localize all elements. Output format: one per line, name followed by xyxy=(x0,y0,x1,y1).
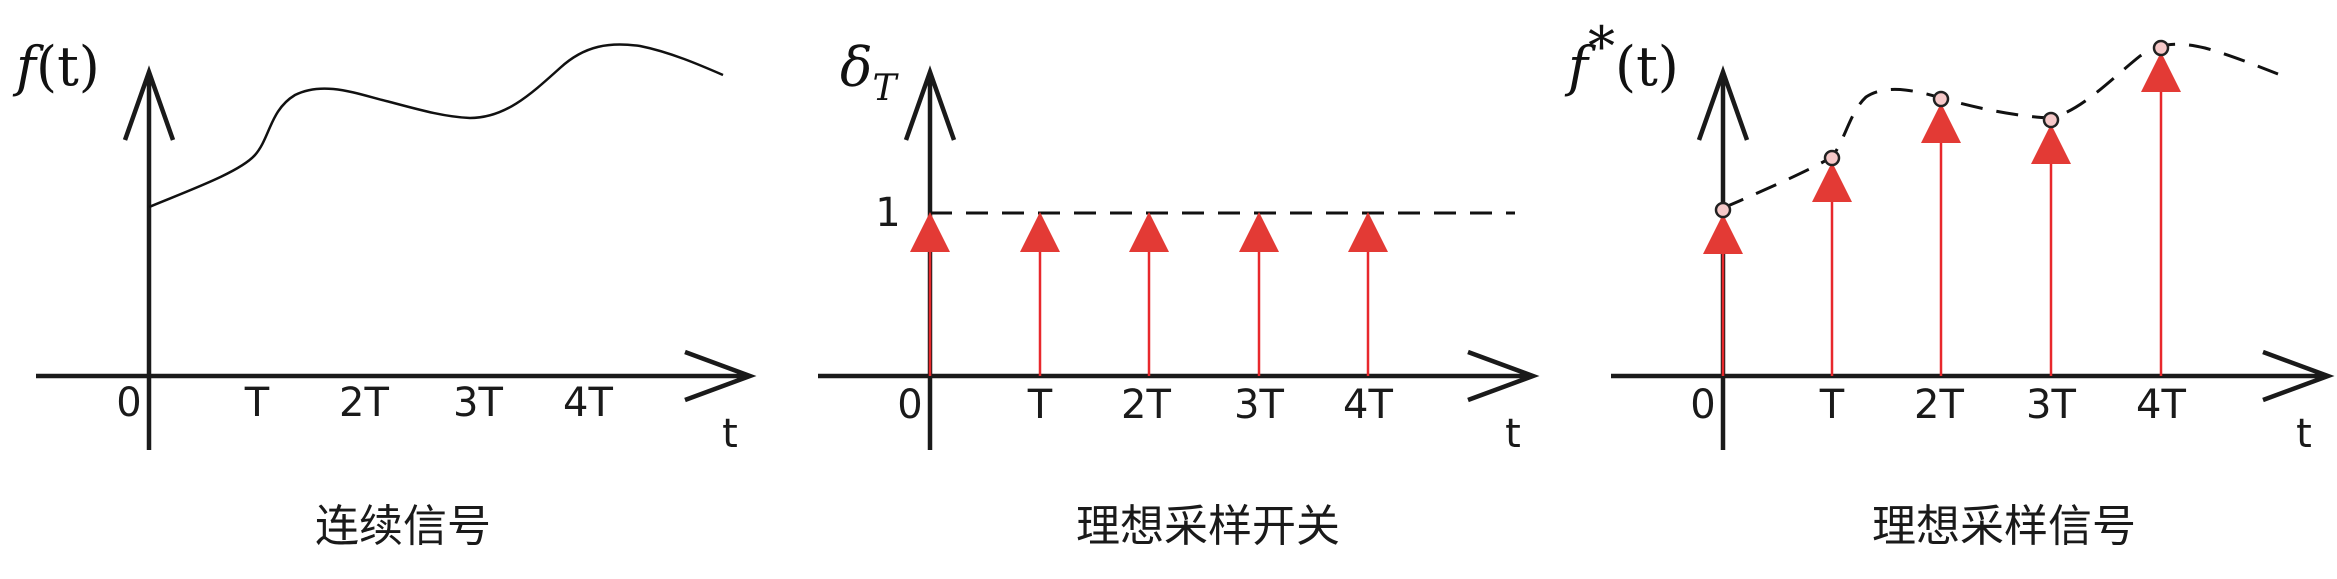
switch-impulse-0 xyxy=(910,212,950,376)
switch-impulse-1-arrowhead xyxy=(1020,212,1060,252)
switch-impulse-3 xyxy=(1239,212,1279,376)
sampled-impulse-0-sample-dot xyxy=(1714,201,1732,219)
x-tick-2T: 2T xyxy=(1914,382,1964,428)
sampled-impulse-train xyxy=(1703,39,2181,376)
switch-impulse-0-arrowhead xyxy=(910,212,950,252)
y-label-args: (t) xyxy=(36,35,100,98)
sampled-impulse-3 xyxy=(2031,111,2071,376)
continuous-signal-curve xyxy=(148,43,724,209)
x-tick-2T: 2T xyxy=(1121,382,1171,428)
switch-impulse-3-arrowhead xyxy=(1239,212,1279,252)
x-tick-2T: 2T xyxy=(339,380,389,426)
switch-impulse-4-arrowhead xyxy=(1348,212,1388,252)
caption-ideal-sampling-switch: 理想采样开关 xyxy=(1076,501,1340,552)
x-tick-T: T xyxy=(1027,382,1053,428)
x-axis-arrow xyxy=(818,349,1540,403)
sampled-impulse-1 xyxy=(1812,149,1852,376)
panel-ideal-sampling-switch: 1 0 T 2T 3T 4T t δT 理想采样开关 xyxy=(818,36,1540,552)
panel-ideal-sampled-signal: 0 T 2T 3T 4T t f*(t) 理想采样信号 xyxy=(1564,15,2335,552)
switch-impulse-2-arrowhead xyxy=(1129,212,1169,252)
x-tick-4T: 4T xyxy=(1343,382,1393,428)
caption-ideal-sampled-signal: 理想采样信号 xyxy=(1872,501,2136,552)
switch-impulse-4 xyxy=(1348,212,1388,376)
x-axis-arrow xyxy=(36,349,757,403)
y-label-args: (t) xyxy=(1615,35,1679,98)
sampled-impulse-3-sample-dot xyxy=(2042,111,2060,129)
panel1-x-axis-variable-t: t xyxy=(722,411,738,457)
caption-continuous-signal: 连续信号 xyxy=(315,501,491,552)
sampled-envelope-dashed-curve xyxy=(1722,42,2279,210)
sampled-impulse-2 xyxy=(1921,90,1961,376)
x-axis-variable-t: t xyxy=(2296,411,2312,457)
x-tick-4T: 4T xyxy=(563,380,613,426)
impulse-train xyxy=(910,212,1388,376)
x-tick-T: T xyxy=(244,380,270,426)
switch-impulse-1 xyxy=(1020,212,1060,376)
x-tick-0: 0 xyxy=(897,382,922,428)
y-axis-arrow xyxy=(122,65,176,450)
sampled-impulse-3-arrowhead xyxy=(2031,124,2071,164)
y-label-superscript: * xyxy=(1588,15,1615,78)
y-label-subscript: T xyxy=(873,68,900,109)
x-tick-3T: 3T xyxy=(2026,382,2076,428)
y-axis-label-f-of-t: f(t) xyxy=(12,35,100,98)
x-tick-3T: 3T xyxy=(453,380,503,426)
x-tick-3T: 3T xyxy=(1234,382,1284,428)
x-tick-4T: 4T xyxy=(2136,382,2186,428)
y-axis-label-delta-T: δT xyxy=(840,36,900,109)
sampled-impulse-2-arrowhead xyxy=(1921,103,1961,143)
sampled-impulse-2-sample-dot xyxy=(1932,90,1950,108)
x-tick-T: T xyxy=(1819,382,1845,428)
sampled-impulse-0 xyxy=(1703,201,1743,376)
sampled-impulse-0-arrowhead xyxy=(1703,214,1743,254)
y-axis-label-f-star-of-t: f*(t) xyxy=(1564,15,1679,98)
sampled-impulse-1-arrowhead xyxy=(1812,162,1852,202)
x-axis-variable-t: t xyxy=(1505,411,1521,457)
y-label-main: δ xyxy=(840,36,873,99)
level-label-1: 1 xyxy=(875,190,900,236)
x-tick-0: 0 xyxy=(116,380,141,426)
panel-continuous-signal: 0 T 2T 3T 4T f(t) 连续信号 xyxy=(12,35,757,552)
sampled-impulse-4 xyxy=(2141,39,2181,376)
x-tick-0: 0 xyxy=(1690,382,1715,428)
x-axis-arrow xyxy=(1611,349,2335,403)
sampled-impulse-4-sample-dot xyxy=(2152,39,2170,57)
switch-impulse-2 xyxy=(1129,212,1169,376)
sampled-impulse-4-arrowhead xyxy=(2141,52,2181,92)
sampled-impulse-1-sample-dot xyxy=(1823,149,1841,167)
